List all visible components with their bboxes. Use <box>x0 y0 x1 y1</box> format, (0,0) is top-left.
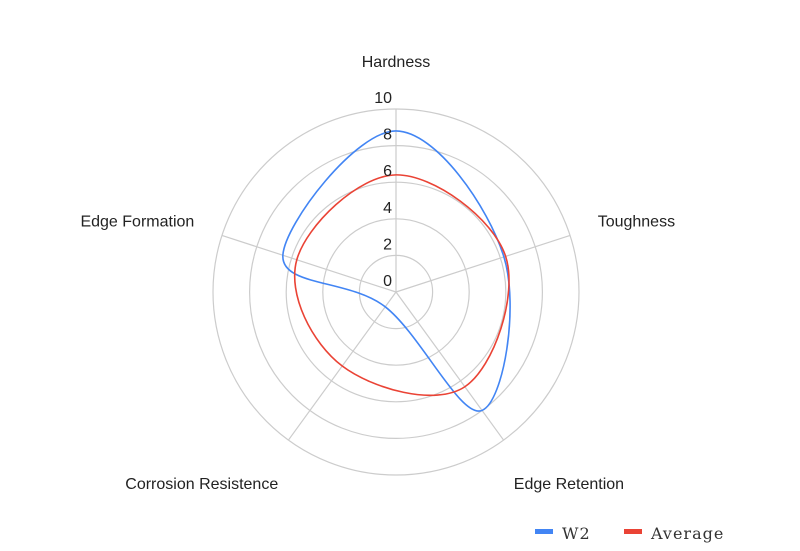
axis-label-edge-retention: Edge Retention <box>514 476 624 493</box>
tick-label-3: 6 <box>383 163 392 180</box>
tick-label-4: 8 <box>383 127 392 144</box>
tick-layer: 0 2 4 6 8 10 <box>374 90 392 290</box>
series-layer <box>282 130 511 412</box>
axis-label-corrosion-resistence: Corrosion Resistence <box>125 476 278 493</box>
tick-label-5: 10 <box>374 90 392 107</box>
tick-label-1: 2 <box>383 236 392 253</box>
legend-swatch-average <box>624 529 642 534</box>
grid-layer <box>212 108 580 476</box>
legend-label-average: Average <box>650 524 724 543</box>
legend-label-w2: W2 <box>562 524 591 543</box>
axis-label-hardness: Hardness <box>362 54 430 71</box>
series-line-average <box>293 174 510 397</box>
tick-label-2: 4 <box>383 200 392 217</box>
axis-label-edge-formation: Edge Formation <box>80 214 194 231</box>
tick-label-0: 0 <box>383 273 392 290</box>
axis-label-toughness: Toughness <box>598 214 675 231</box>
legend: W2 Average <box>535 524 724 543</box>
spoke-1 <box>395 234 571 293</box>
spoke-4 <box>221 234 397 293</box>
legend-swatch-w2 <box>535 529 553 534</box>
series-line-w2 <box>282 130 511 412</box>
spoke-2 <box>395 291 505 441</box>
